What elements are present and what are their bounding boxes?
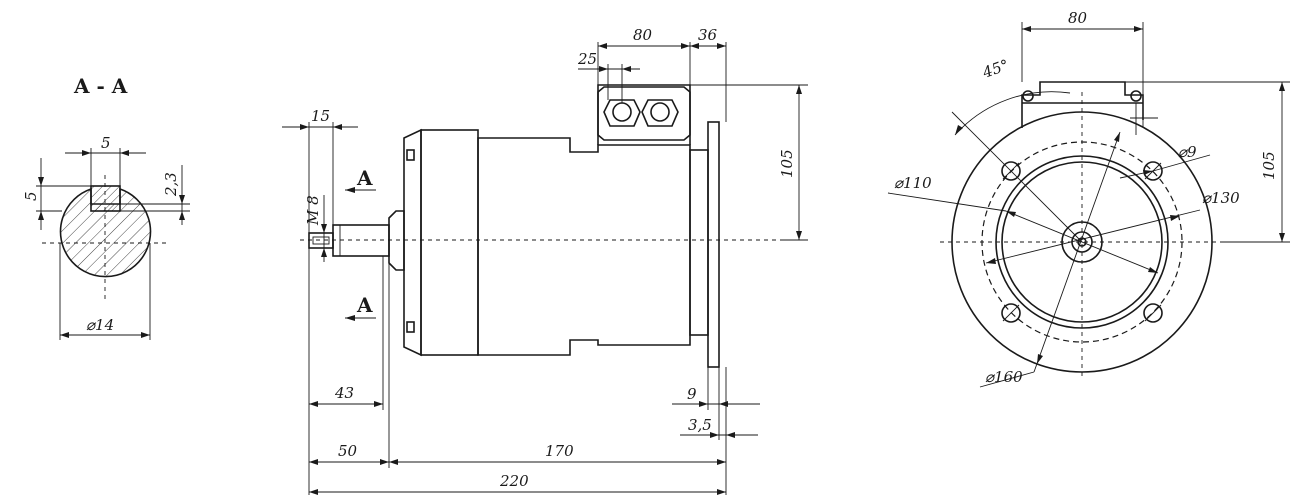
box-offset-label: 36 xyxy=(698,26,718,44)
flange-thickness-label: 3,5 xyxy=(688,416,712,434)
overall-length-label: 220 xyxy=(499,472,529,490)
section-view: A - A 5 5 2,3 ⌀14 xyxy=(22,74,190,340)
mounting-flange xyxy=(707,121,720,368)
thread-label: M 8 xyxy=(304,195,322,226)
front-view: ⌀110 ⌀130 ⌀160 ⌀9 45° 80 105 xyxy=(887,9,1290,388)
mounting-hole-4 xyxy=(1143,303,1163,323)
bearing-shield xyxy=(388,210,405,271)
flange-outline xyxy=(951,111,1213,373)
cable-gland-1 xyxy=(603,99,641,127)
gland-pitch-label: 25 xyxy=(577,50,597,68)
front-box-height-label: 105 xyxy=(1260,151,1278,180)
front-box-width-label: 80 xyxy=(1068,9,1088,27)
cable-gland-2 xyxy=(641,99,679,127)
shaft-length-label: 50 xyxy=(338,442,358,460)
shaft-diameter-label: ⌀14 xyxy=(86,316,114,334)
mounting-hole-1 xyxy=(1001,161,1021,181)
section-title: A - A xyxy=(73,74,128,98)
spigot-inner xyxy=(1001,161,1163,323)
key-depth-label: 5 xyxy=(22,191,40,201)
shaft-to-body-label: 43 xyxy=(334,384,354,402)
flange-offset-label: 9 xyxy=(687,385,697,403)
key-width-label: 5 xyxy=(101,134,111,152)
keyway-depth-label: 2,3 xyxy=(162,172,180,197)
side-view: A A 15 M 8 25 80 36 105 xyxy=(282,26,810,495)
angle-label: 45° xyxy=(979,56,1011,82)
box-width-label: 80 xyxy=(633,26,653,44)
flange-diameter-label: ⌀160 xyxy=(985,368,1023,386)
section-marker-bottom: A xyxy=(356,293,373,317)
body-length-label: 170 xyxy=(545,442,574,460)
thread-length-label: 15 xyxy=(311,107,330,125)
pcd-label: ⌀130 xyxy=(1202,189,1240,207)
hole-diameter-label: ⌀9 xyxy=(1178,143,1197,161)
box-height-label: 105 xyxy=(778,149,796,178)
pilot-diameter-label: ⌀110 xyxy=(894,174,932,192)
pitch-circle xyxy=(981,141,1183,343)
section-marker-top: A xyxy=(356,166,373,190)
spigot-outer xyxy=(995,155,1169,329)
motor-body xyxy=(420,129,479,356)
front-terminal-box xyxy=(1021,81,1144,128)
shaft xyxy=(332,224,390,257)
mounting-hole-3 xyxy=(1001,303,1021,323)
key-section xyxy=(90,185,121,212)
